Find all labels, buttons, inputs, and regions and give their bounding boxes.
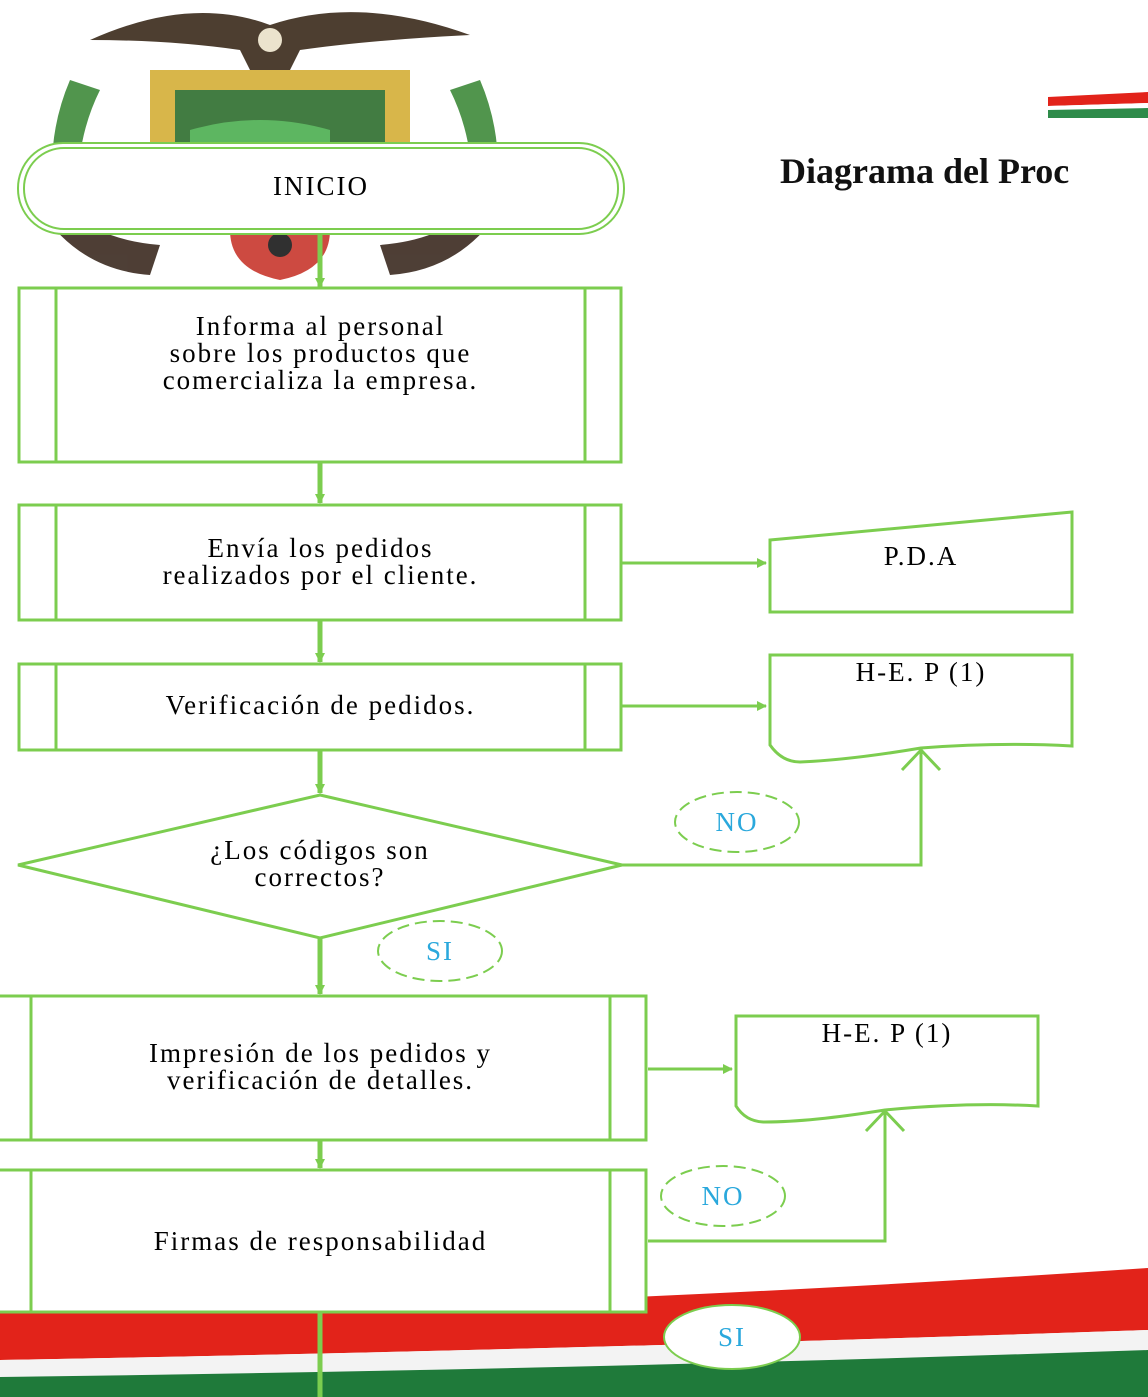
doc1-text: P.D.A (883, 540, 959, 571)
decision-line2: correctos? (254, 862, 386, 892)
decision-line1: ¿Los códigos son (210, 835, 430, 865)
step1-text: Informa al personal sobre los productos … (56, 305, 585, 401)
step2-line2: realizados por el cliente. (162, 560, 479, 590)
doc2-text: H-E. P (1) (855, 656, 987, 687)
step2-text: Envía los pedidos realizados por el clie… (56, 530, 585, 594)
process-box-4 (0, 994, 648, 1142)
process-box-3 (17, 662, 623, 752)
no-label-1: NO (715, 806, 759, 837)
start-terminator (17, 142, 625, 235)
step1-line3: comercializa la empresa. (162, 364, 479, 395)
no-label-2: NO (701, 1180, 745, 1211)
step2-line1: Envía los pedidos (207, 533, 434, 563)
step4-line1: Impresión de los pedidos y (149, 1038, 492, 1068)
page-title: Diagrama del Proc (780, 151, 1070, 191)
flag-swoosh-decoration (0, 92, 1148, 1397)
connector-lines-side (622, 558, 942, 1243)
coat-of-arms-icon (40, 12, 500, 280)
document-shape-1 (768, 653, 1074, 764)
process-box-1 (17, 286, 623, 464)
label-ellipses (377, 791, 800, 1227)
step1-line2: sobre los productos que (169, 337, 472, 368)
step3-text: Verificación de pedidos. (165, 689, 476, 720)
process-box-2 (17, 503, 623, 622)
decision-text: ¿Los códigos son correctos? (120, 835, 520, 893)
si-label-1: SI (425, 935, 454, 966)
document-shape-2 (734, 1014, 1040, 1124)
step4-line2: verificación de detalles. (166, 1065, 475, 1095)
step5-text: Firmas de responsabilidad (153, 1225, 488, 1256)
manual-input-shape (768, 510, 1074, 614)
si-label-2: SI (717, 1321, 746, 1352)
label-ellipse-solid (663, 1304, 801, 1370)
step4-text: Impresión de los pedidos y verificación … (31, 1038, 610, 1096)
decision-diamond (17, 793, 623, 940)
doc3-text: H-E. P (1) (821, 1017, 953, 1048)
step1-line1: Informa al personal (195, 310, 446, 341)
start-label: INICIO (273, 170, 369, 201)
process-box-5 (0, 1168, 648, 1314)
